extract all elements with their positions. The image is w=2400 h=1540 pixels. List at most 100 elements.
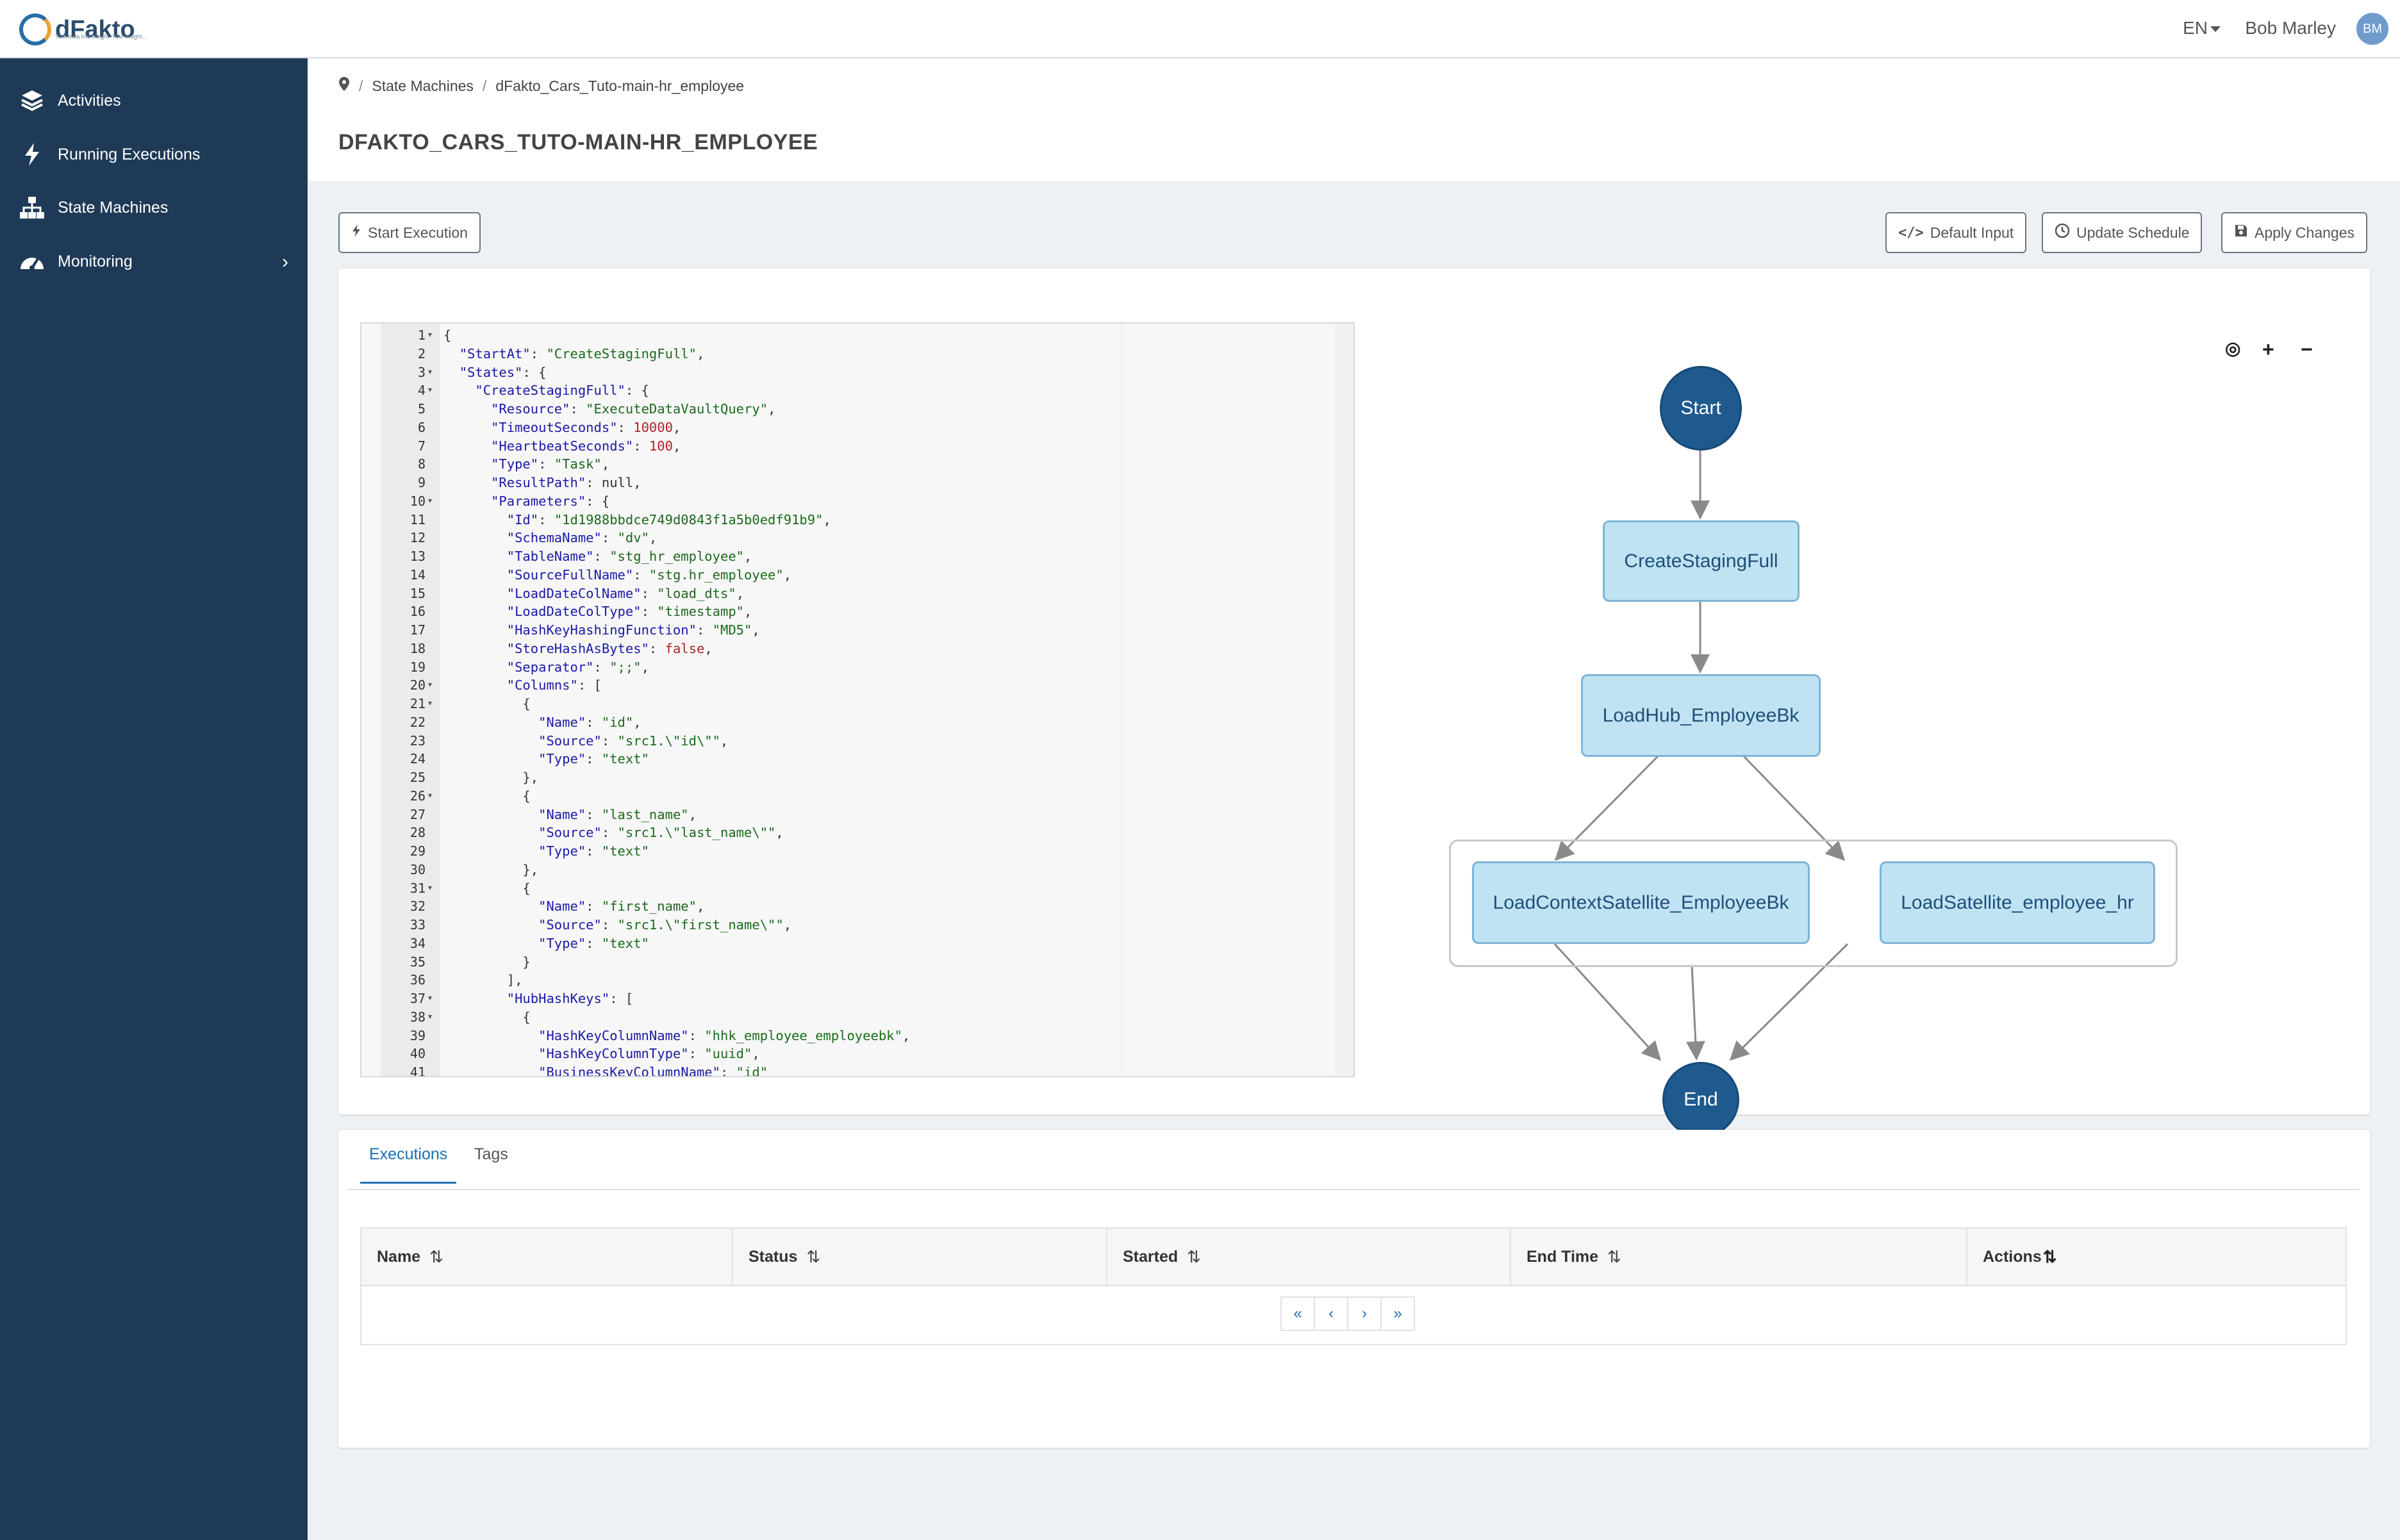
- json-editor[interactable]: 1▾{2 "StartAt": "CreateStagingFull",3▾ "…: [360, 322, 1355, 1077]
- code-line[interactable]: "CreateStagingFull": {: [475, 383, 649, 399]
- tab-tags[interactable]: Tags: [474, 1145, 508, 1163]
- start-execution-button[interactable]: Start Execution: [338, 212, 481, 253]
- code-line[interactable]: ],: [443, 972, 523, 988]
- sort-icon[interactable]: ⇅: [2042, 1246, 2057, 1266]
- code-line[interactable]: "TableName": "stg_hr_employee",: [506, 549, 752, 564]
- code-line[interactable]: {: [443, 1009, 531, 1025]
- line-number: 1: [417, 327, 426, 343]
- update-schedule-button[interactable]: Update Schedule: [2042, 212, 2203, 253]
- sitemap-icon: [18, 194, 46, 222]
- code-line[interactable]: "Name": "id",: [538, 714, 641, 730]
- code-line[interactable]: "HashKeyColumnName": "hhk_employee_emplo…: [538, 1027, 911, 1043]
- code-line[interactable]: "Name": "first_name",: [538, 898, 705, 915]
- code-line[interactable]: "BusinessKeyColumnName": "id": [538, 1064, 768, 1077]
- code-line[interactable]: "Id": "1d1988bbdce749d0843f1a5b0edf91b9"…: [506, 511, 831, 527]
- sort-icon[interactable]: ⇅: [1607, 1246, 1621, 1266]
- code-line[interactable]: "HubHashKeys": [: [506, 991, 634, 1006]
- code-line[interactable]: "Type": "Task",: [491, 456, 610, 472]
- avatar[interactable]: BM: [2356, 13, 2388, 45]
- code-line[interactable]: "Source": "src1.\"id\"",: [538, 733, 729, 749]
- code-line[interactable]: "Columns": [: [506, 677, 602, 693]
- code-line[interactable]: "Type": "text": [538, 935, 649, 951]
- fold-toggle-icon[interactable]: ▾: [428, 495, 433, 505]
- line-number: 36: [410, 972, 426, 988]
- column-header-started[interactable]: Started⇅: [1107, 1229, 1511, 1285]
- graph-start-node[interactable]: Start: [1660, 366, 1742, 451]
- column-header-name[interactable]: Name⇅: [361, 1229, 733, 1285]
- code-line[interactable]: "LoadDateColType": "timestamp",: [506, 604, 752, 620]
- code-line[interactable]: "HashKeyHashingFunction": "MD5",: [506, 622, 760, 638]
- fold-toggle-icon[interactable]: ▾: [428, 790, 433, 800]
- code-line[interactable]: "Type": "text": [538, 843, 649, 859]
- sidebar-item-label: Monitoring: [58, 252, 133, 270]
- app-logo[interactable]: dFakto: [19, 9, 135, 50]
- sidebar-item-activities[interactable]: Activities: [0, 81, 308, 120]
- zoom-out-icon[interactable]: −: [2301, 338, 2313, 361]
- graph-node-loadhub-employeebk[interactable]: LoadHub_EmployeeBk: [1581, 674, 1821, 757]
- column-header-actions[interactable]: Actions⇅: [1967, 1229, 2347, 1285]
- first-page-button[interactable]: «: [1280, 1296, 1315, 1331]
- fold-toggle-icon[interactable]: ▾: [428, 1011, 433, 1021]
- code-line[interactable]: {: [443, 788, 531, 804]
- next-page-button[interactable]: ›: [1347, 1296, 1382, 1331]
- breadcrumb-item-state-machines[interactable]: State Machines: [372, 77, 474, 94]
- prev-page-button[interactable]: ‹: [1314, 1296, 1348, 1331]
- graph-node-createstagingfull[interactable]: CreateStagingFull: [1603, 520, 1800, 602]
- sidebar-item-running-executions[interactable]: Running Executions: [0, 135, 308, 174]
- sort-icon[interactable]: ⇅: [806, 1246, 821, 1266]
- apply-changes-button[interactable]: Apply Changes: [2221, 212, 2367, 253]
- code-line[interactable]: "StartAt": "CreateStagingFull",: [459, 345, 705, 361]
- code-line[interactable]: "Separator": ";;",: [506, 659, 649, 675]
- language-selector[interactable]: EN: [2183, 18, 2221, 38]
- code-line[interactable]: "ResultPath": null,: [491, 475, 641, 490]
- state-machine-graph[interactable]: Start CreateStagingFull LoadHub_Employee…: [1364, 294, 2363, 1138]
- tab-executions[interactable]: Executions: [360, 1145, 457, 1184]
- code-line[interactable]: "Source": "src1.\"first_name\"",: [538, 917, 792, 932]
- fold-toggle-icon[interactable]: ▾: [428, 993, 433, 1002]
- code-line[interactable]: "LoadDateColName": "load_dts",: [506, 585, 745, 601]
- code-line[interactable]: "SourceFullName": "stg.hr_employee",: [506, 567, 792, 583]
- column-header-status[interactable]: Status⇅: [733, 1229, 1107, 1285]
- sort-icon[interactable]: ⇅: [429, 1246, 443, 1266]
- code-line[interactable]: "StoreHashAsBytes": false,: [506, 640, 713, 656]
- location-pin-icon[interactable]: [338, 76, 350, 95]
- recenter-icon[interactable]: ◎: [2225, 338, 2241, 358]
- code-line[interactable]: {: [443, 327, 452, 343]
- fold-toggle-icon[interactable]: ▾: [428, 385, 433, 395]
- fold-toggle-icon[interactable]: ▾: [428, 680, 433, 690]
- graph-node-loadcontextsatellite[interactable]: LoadContextSatellite_EmployeeBk: [1472, 861, 1810, 944]
- code-line[interactable]: "Source": "src1.\"last_name\"",: [538, 825, 784, 841]
- graph-node-loadsatellite-employee-hr[interactable]: LoadSatellite_employee_hr: [1880, 861, 2155, 944]
- fold-toggle-icon[interactable]: ▾: [428, 367, 433, 376]
- sidebar-item-label: State Machines: [58, 198, 169, 217]
- fold-toggle-icon[interactable]: ▾: [428, 882, 433, 892]
- code-line[interactable]: }: [443, 954, 531, 970]
- fold-toggle-icon[interactable]: ▾: [428, 699, 433, 708]
- code-line[interactable]: },: [443, 861, 539, 877]
- zoom-in-icon[interactable]: +: [2262, 338, 2274, 361]
- code-line[interactable]: "HeartbeatSeconds": 100,: [491, 438, 681, 454]
- last-page-button[interactable]: »: [1380, 1296, 1415, 1331]
- code-line[interactable]: "Resource": "ExecuteDataVaultQuery",: [491, 401, 776, 417]
- code-line[interactable]: "HashKeyColumnType": "uuid",: [538, 1046, 760, 1062]
- code-line[interactable]: "Name": "last_name",: [538, 806, 697, 822]
- sidebar-item-state-machines[interactable]: State Machines: [0, 188, 308, 227]
- fold-toggle-icon[interactable]: ▾: [428, 330, 433, 339]
- sort-icon[interactable]: ⇅: [1187, 1246, 1201, 1266]
- code-line[interactable]: "Type": "text": [538, 751, 649, 767]
- graph-end-node[interactable]: End: [1662, 1062, 1739, 1138]
- editor-scrollbar[interactable]: [1334, 324, 1353, 1076]
- user-name[interactable]: Bob Marley: [2245, 18, 2336, 38]
- code-line[interactable]: "SchemaName": "dv",: [506, 530, 658, 546]
- default-input-button[interactable]: </> Default Input: [1885, 212, 2027, 253]
- code-line[interactable]: },: [443, 770, 539, 785]
- edge-parallel-end: [1685, 965, 1705, 1061]
- column-header-end-time[interactable]: End Time⇅: [1511, 1229, 1967, 1285]
- sidebar-item-monitoring[interactable]: Monitoring ›: [0, 242, 308, 281]
- code-line[interactable]: {: [443, 696, 531, 711]
- line-number: 32: [410, 898, 426, 915]
- code-line[interactable]: "Parameters": {: [491, 493, 610, 509]
- code-line[interactable]: "States": {: [459, 364, 547, 380]
- code-line[interactable]: "TimeoutSeconds": 10000,: [491, 419, 681, 435]
- code-line[interactable]: {: [443, 880, 531, 896]
